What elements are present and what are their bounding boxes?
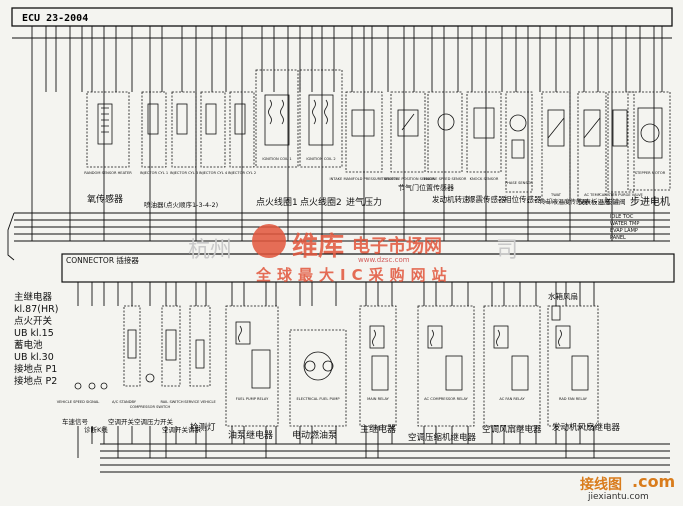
- legend-ground-p1: 接地点 P1: [14, 363, 57, 375]
- label-knock-en: KNOCK SENSOR: [470, 177, 499, 181]
- label-inj2-en: INJECTOR CYL 2: [228, 171, 256, 175]
- label-vss-en: VEHICLE SPEED SIGNAL: [57, 400, 100, 404]
- label-actemp-en: AC TEMP: [584, 193, 601, 197]
- legend-kl15: UB kl.15: [14, 328, 54, 339]
- label-ac-comp-relay-cn: 空调压缩机继电器: [408, 432, 477, 443]
- top-chinese-labels: 氧传感器 喷油器(点火顺序1-3-4-2) 点火线圈1 点火线圈2 进气压力 节…: [87, 183, 670, 209]
- bus-panel: PANEL: [610, 235, 626, 241]
- label-oxygen-heater-en: RANDOM SENSOR HEATER: [84, 171, 132, 175]
- label-injectors-cn: 喷油器(点火顺序1-3-4-2): [144, 200, 218, 209]
- component-internals: [97, 94, 663, 159]
- label-kline-cn: 诊断K线: [84, 425, 108, 434]
- label-main-relay-cn: 主继电器: [360, 423, 396, 435]
- connector-label: CONNECTOR 插接器: [66, 255, 139, 265]
- label-ac-switch-cn: 空调开关: [108, 417, 135, 426]
- label-stepper-en: STEPPER MOTOR: [635, 171, 666, 175]
- label-ac-comp-relay-en: AC COMPRESSOR RELAY: [424, 397, 468, 401]
- label-inj3-en: INJECTOR CYL 3: [170, 171, 198, 175]
- label-oxygen-cn: 氧传感器: [87, 193, 123, 205]
- label-speed-cn: 发动机转速: [432, 194, 470, 204]
- bottom-bus-lines: [100, 443, 670, 473]
- label-canister-en: CANISTER PURGE VALVE: [599, 193, 643, 197]
- bottom-internals: [74, 321, 589, 391]
- bottom-wires: [77, 282, 595, 458]
- label-ac-pressure-cn: 空调压力开关: [134, 417, 174, 426]
- ecu-top-connector: ECU 23-2004: [11, 7, 673, 39]
- label-canister-cn: 炭罐阀: [606, 197, 626, 206]
- label-coil2-en: IGNITION COIL 2: [306, 157, 335, 161]
- label-ac-request-cn: 空调开关请求: [162, 425, 202, 434]
- label-main-relay-en: MAIN RELAY: [367, 397, 389, 401]
- label-check-lamp-cn: 检测灯: [190, 422, 216, 433]
- top-english-labels: RANDOM SENSOR HEATER INJECTOR CYL 1 INJE…: [84, 157, 665, 197]
- legend-ground-p2: 接地点 P2: [14, 375, 57, 387]
- label-fuel-relay-cn: 油泵继电器: [228, 429, 273, 441]
- label-ac-fan-relay-en: AC FAN RELAY: [499, 397, 525, 401]
- label-compressor-switch-en: COMPRESSOR SWITCH: [130, 405, 171, 409]
- label-actemp-cn: 仪表板温度: [578, 197, 611, 206]
- label-phase-en: PHASE SENSOR: [505, 181, 533, 185]
- label-knock-cn: 爆震传感器: [468, 194, 506, 204]
- top-wires: [31, 26, 663, 241]
- legend-ignition: 点火开关: [14, 315, 53, 327]
- label-map-cn: 进气压力: [346, 196, 382, 208]
- legend-kl87: kl.87(HR): [14, 304, 58, 315]
- legend-battery: 蓄电池: [14, 339, 43, 351]
- water-fan-icon: [551, 305, 561, 321]
- label-ac-standby-en: A/C STANDBY: [112, 400, 137, 404]
- water-fan-label: 水箱风扇: [548, 291, 578, 301]
- label-speed-en: ENGINE SPEED SENSOR: [424, 177, 467, 181]
- label-vss-cn: 车速信号: [62, 417, 89, 426]
- legend-main-relay: 主继电器: [14, 291, 53, 303]
- label-coil1-cn: 点火线圈1: [256, 196, 298, 208]
- bottom-component-boxes: [123, 305, 599, 427]
- label-twat-en: TWAT: [550, 193, 562, 197]
- bottom-english-labels: VEHICLE SPEED SIGNAL A/C STANDBY COMPRES…: [57, 397, 588, 409]
- label-rail-switch-en: RAIL SWITCH: [160, 400, 183, 404]
- top-component-boxes: [86, 69, 671, 203]
- connector-bar: CONNECTOR 插接器: [61, 253, 675, 283]
- label-ac-fan-relay-cn: 空调风扇继电器: [482, 424, 542, 435]
- bus-labels: IDLE TOC WATER TMP EVAP LAMP PANEL: [610, 214, 639, 241]
- bus-idle: IDLE TOC: [610, 214, 634, 220]
- bottom-chinese-labels: 车速信号 诊断K线 空调开关 空调压力开关 空调开关请求 检测灯 油泵继电器 电…: [62, 417, 621, 443]
- label-phase-cn: 相位传感器: [504, 194, 542, 204]
- label-rad-fan-relay-cn: 发动机风扇继电器: [552, 422, 621, 433]
- label-twat-cn: 冷却液温度传感器: [540, 198, 588, 206]
- label-map-en: INTAKE MANIFOLD PRESSURE SENSOR: [330, 177, 399, 181]
- bus-lines: [7, 212, 670, 261]
- ecu-header: ECU 23-2004: [22, 13, 88, 24]
- legend-kl30: UB kl.30: [14, 352, 54, 363]
- label-stepper-cn: 步进电机: [630, 195, 670, 208]
- label-tps-cn: 节气门位置传感器: [398, 183, 454, 192]
- label-fuel-pump-en: ELECTRICAL FUEL PUMP: [296, 397, 340, 401]
- bus-evap: EVAP LAMP: [610, 228, 638, 234]
- left-legend: 主继电器 kl.87(HR) 点火开关 UB kl.15 蓄电池 UB kl.3…: [14, 291, 58, 387]
- label-inj4-en: INJECTOR CYL 4: [199, 171, 228, 175]
- label-coil2-cn: 点火线圈2: [300, 196, 342, 208]
- label-fuel-pump-cn: 电动燃油泵: [292, 429, 337, 441]
- label-inj1-en: INJECTOR CYL 1: [140, 171, 168, 175]
- label-coil1-en: IGNITION COIL 1: [262, 157, 291, 161]
- label-rad-fan-relay-en: RAD FAN RELAY: [559, 397, 588, 401]
- bus-water: WATER TMP: [610, 221, 639, 227]
- label-fuel-pump-relay-en: FUEL PUMP RELAY: [236, 397, 269, 401]
- label-tps-en: THROTTLE POSITION SENSOR: [380, 177, 435, 181]
- label-service-en: SERVICE VEHICLE: [184, 400, 216, 404]
